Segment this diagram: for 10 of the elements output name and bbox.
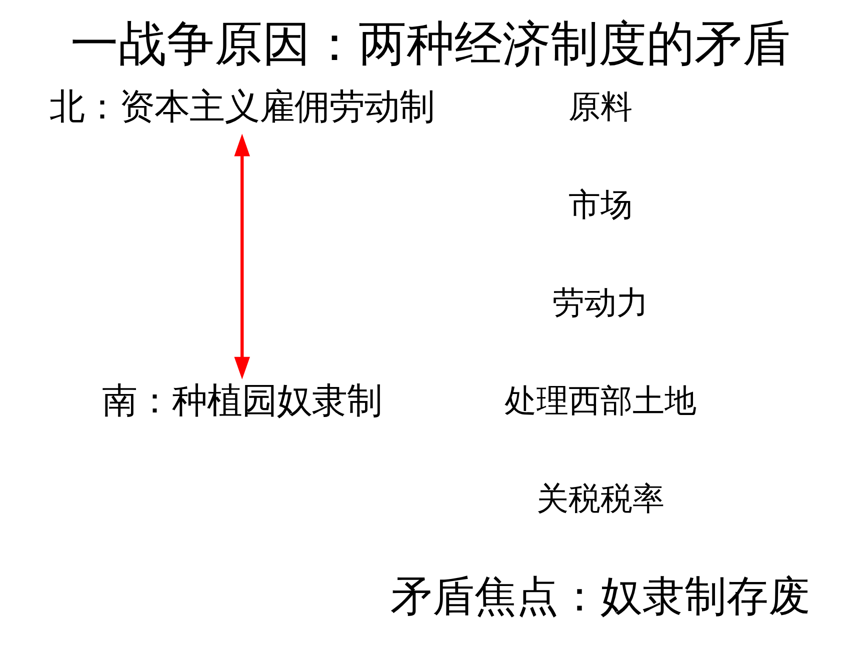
- label: 处理西部土地: [504, 382, 696, 419]
- label: 矛盾焦点：奴隶制存废: [390, 572, 810, 621]
- arrow: [234, 134, 250, 380]
- diagram-title: 一战争原因：两种经济制度的矛盾: [70, 16, 790, 72]
- label: 市场: [568, 186, 632, 223]
- label: 劳动力: [552, 284, 648, 321]
- node-text: 北：资本主义雇佣劳动制: [49, 86, 434, 127]
- node-text: 南：种植园奴隶制: [102, 380, 382, 421]
- label: 关税税率: [536, 480, 664, 517]
- label: 原料: [568, 88, 632, 125]
